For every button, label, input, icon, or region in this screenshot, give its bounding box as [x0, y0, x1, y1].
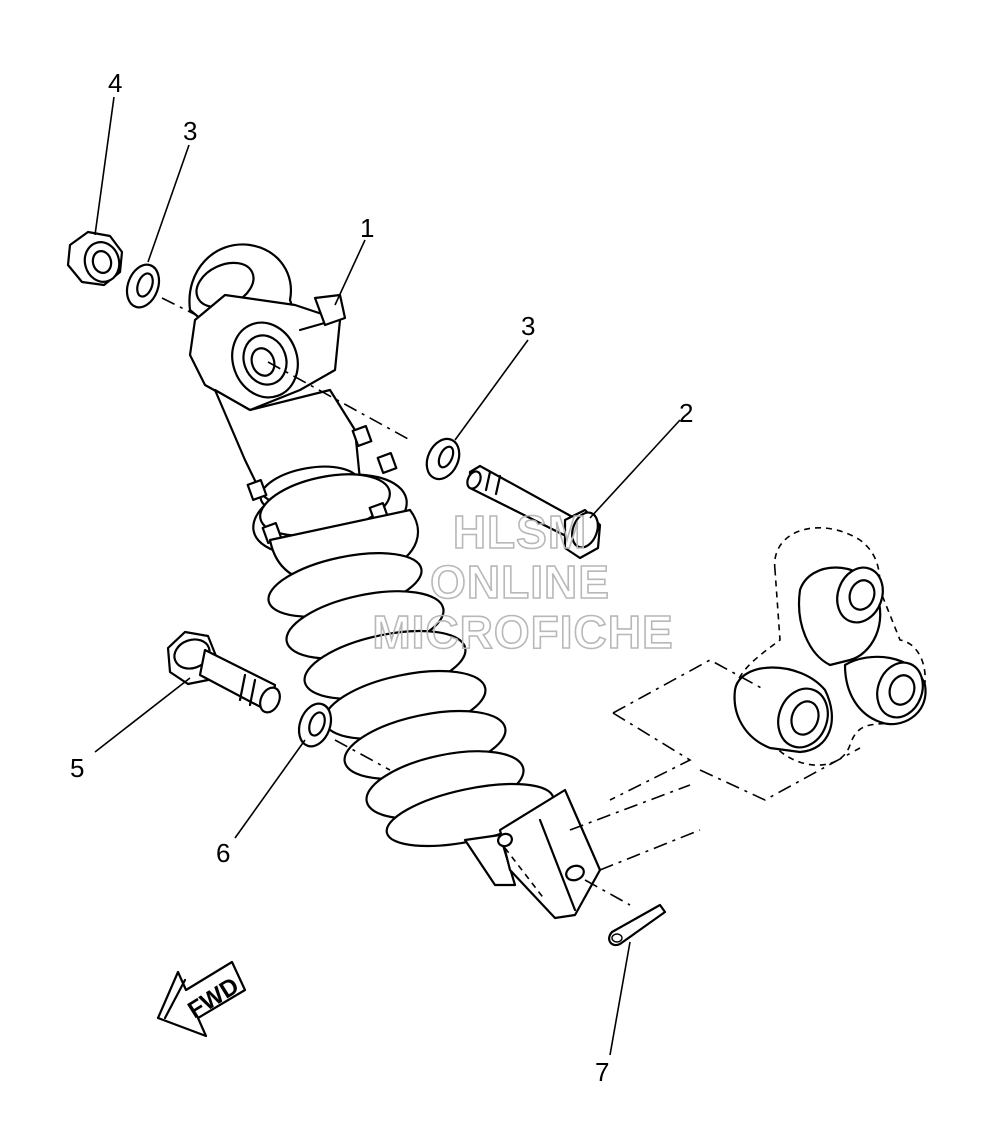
watermark-line-3: MICROFICHE	[372, 606, 673, 658]
callout-3-upper: 3	[183, 116, 197, 146]
alignment-lines	[161, 297, 861, 906]
forward-direction-arrow: FWD	[156, 960, 247, 1038]
callout-3-middle: 3	[521, 311, 535, 341]
watermark-line-2: ONLINE	[430, 556, 610, 608]
watermark-line-1: HLSM	[453, 506, 587, 558]
callout-2: 2	[679, 398, 693, 428]
leader-lines	[94, 96, 681, 1056]
washer-upper[interactable]	[121, 260, 164, 312]
callout-4: 4	[108, 68, 122, 98]
relay-arm	[733, 526, 927, 766]
callout-1: 1	[360, 213, 374, 243]
nut[interactable]	[66, 230, 124, 287]
washer-middle[interactable]	[421, 434, 466, 485]
callout-7: 7	[595, 1057, 609, 1087]
rear-shock-absorber[interactable]	[188, 243, 602, 920]
callout-5: 5	[70, 753, 84, 783]
cotter-pin[interactable]	[608, 903, 667, 947]
bolt-lower[interactable]	[166, 630, 284, 716]
callout-6: 6	[216, 838, 230, 868]
washer-lower[interactable]	[293, 699, 336, 751]
bolt-upper[interactable]	[465, 464, 603, 560]
